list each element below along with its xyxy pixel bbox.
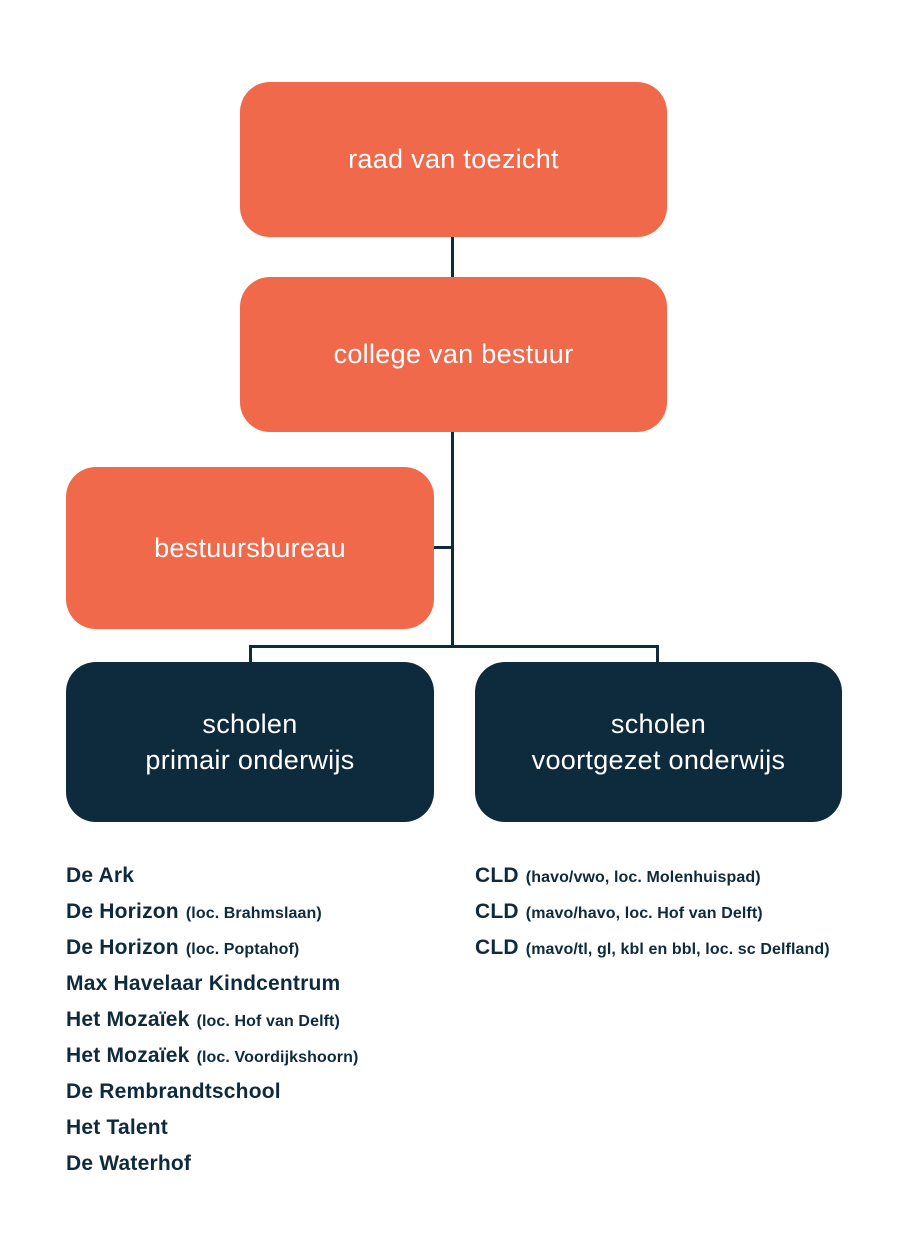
school-name: Het Mozaïek	[66, 1044, 190, 1067]
node-scholen-voortgezet-onderwijs: scholen voortgezet onderwijs	[475, 662, 842, 822]
school-name: De Horizon	[66, 900, 179, 923]
node-po-label-line1: scholen	[202, 708, 298, 739]
school-name: Het Talent	[66, 1116, 168, 1139]
school-name: CLD	[475, 936, 519, 959]
school-name: De Rembrandtschool	[66, 1080, 281, 1103]
connector-college-down	[451, 432, 454, 647]
school-name: De Waterhof	[66, 1152, 192, 1175]
node-po-label-line2: primair onderwijs	[145, 745, 355, 775]
list-item: De Waterhof	[66, 1152, 358, 1176]
connector-branch-horizontal	[249, 645, 659, 648]
school-detail: (loc. Voordijkshoorn)	[196, 1049, 359, 1066]
school-name: CLD	[475, 900, 519, 923]
school-name: Max Havelaar Kindcentrum	[66, 972, 341, 995]
node-scholen-primair-onderwijs: scholen primair onderwijs	[66, 662, 434, 822]
node-bestuursbureau: bestuursbureau	[66, 467, 434, 629]
list-item: De Rembrandtschool	[66, 1080, 358, 1104]
school-detail: (havo/vwo, loc. Molenhuispad)	[525, 869, 761, 886]
list-item: De Horizon (loc. Brahmslaan)	[66, 900, 358, 924]
school-name: CLD	[475, 864, 519, 887]
school-detail: (loc. Brahmslaan)	[185, 905, 322, 922]
node-bureau-label: bestuursbureau	[154, 532, 346, 563]
node-po-label: scholen primair onderwijs	[145, 706, 354, 779]
node-vo-label-line2: voortgezet onderwijs	[531, 745, 786, 775]
connector-bureau	[434, 546, 454, 549]
node-raad-label: raad van toezicht	[348, 144, 559, 175]
list-item: Het Talent	[66, 1116, 358, 1140]
node-raad-van-toezicht: raad van toezicht	[240, 82, 667, 237]
list-item: CLD (havo/vwo, loc. Molenhuispad)	[475, 864, 830, 888]
list-item: CLD (mavo/havo, loc. Hof van Delft)	[475, 900, 830, 924]
school-detail: (mavo/tl, gl, kbl en bbl, loc. sc Delfla…	[525, 941, 830, 958]
list-item: De Ark	[66, 864, 358, 888]
school-detail: (mavo/havo, loc. Hof van Delft)	[525, 905, 763, 922]
list-item: Het Mozaïek (loc. Voordijkshoorn)	[66, 1044, 358, 1068]
node-vo-label: scholen voortgezet onderwijs	[532, 706, 786, 779]
school-detail: (loc. Hof van Delft)	[196, 1013, 340, 1030]
node-college-van-bestuur: college van bestuur	[240, 277, 667, 432]
connector-vo	[656, 645, 659, 663]
vo-school-list: CLD (havo/vwo, loc. Molenhuispad) CLD (m…	[475, 864, 830, 960]
school-name: Het Mozaïek	[66, 1008, 190, 1031]
connector-raad-college	[451, 237, 454, 277]
node-college-label: college van bestuur	[333, 339, 574, 370]
list-item: CLD (mavo/tl, gl, kbl en bbl, loc. sc De…	[475, 936, 830, 960]
school-name: De Horizon	[66, 936, 179, 959]
list-item: De Horizon (loc. Poptahof)	[66, 936, 358, 960]
po-school-list: De Ark De Horizon (loc. Brahmslaan) De H…	[66, 864, 358, 1176]
list-item: Max Havelaar Kindcentrum	[66, 972, 358, 996]
connector-po	[249, 645, 252, 663]
school-detail: (loc. Poptahof)	[185, 941, 300, 958]
node-vo-label-line1: scholen	[610, 708, 707, 739]
school-name: De Ark	[66, 864, 135, 887]
list-item: Het Mozaïek (loc. Hof van Delft)	[66, 1008, 358, 1032]
